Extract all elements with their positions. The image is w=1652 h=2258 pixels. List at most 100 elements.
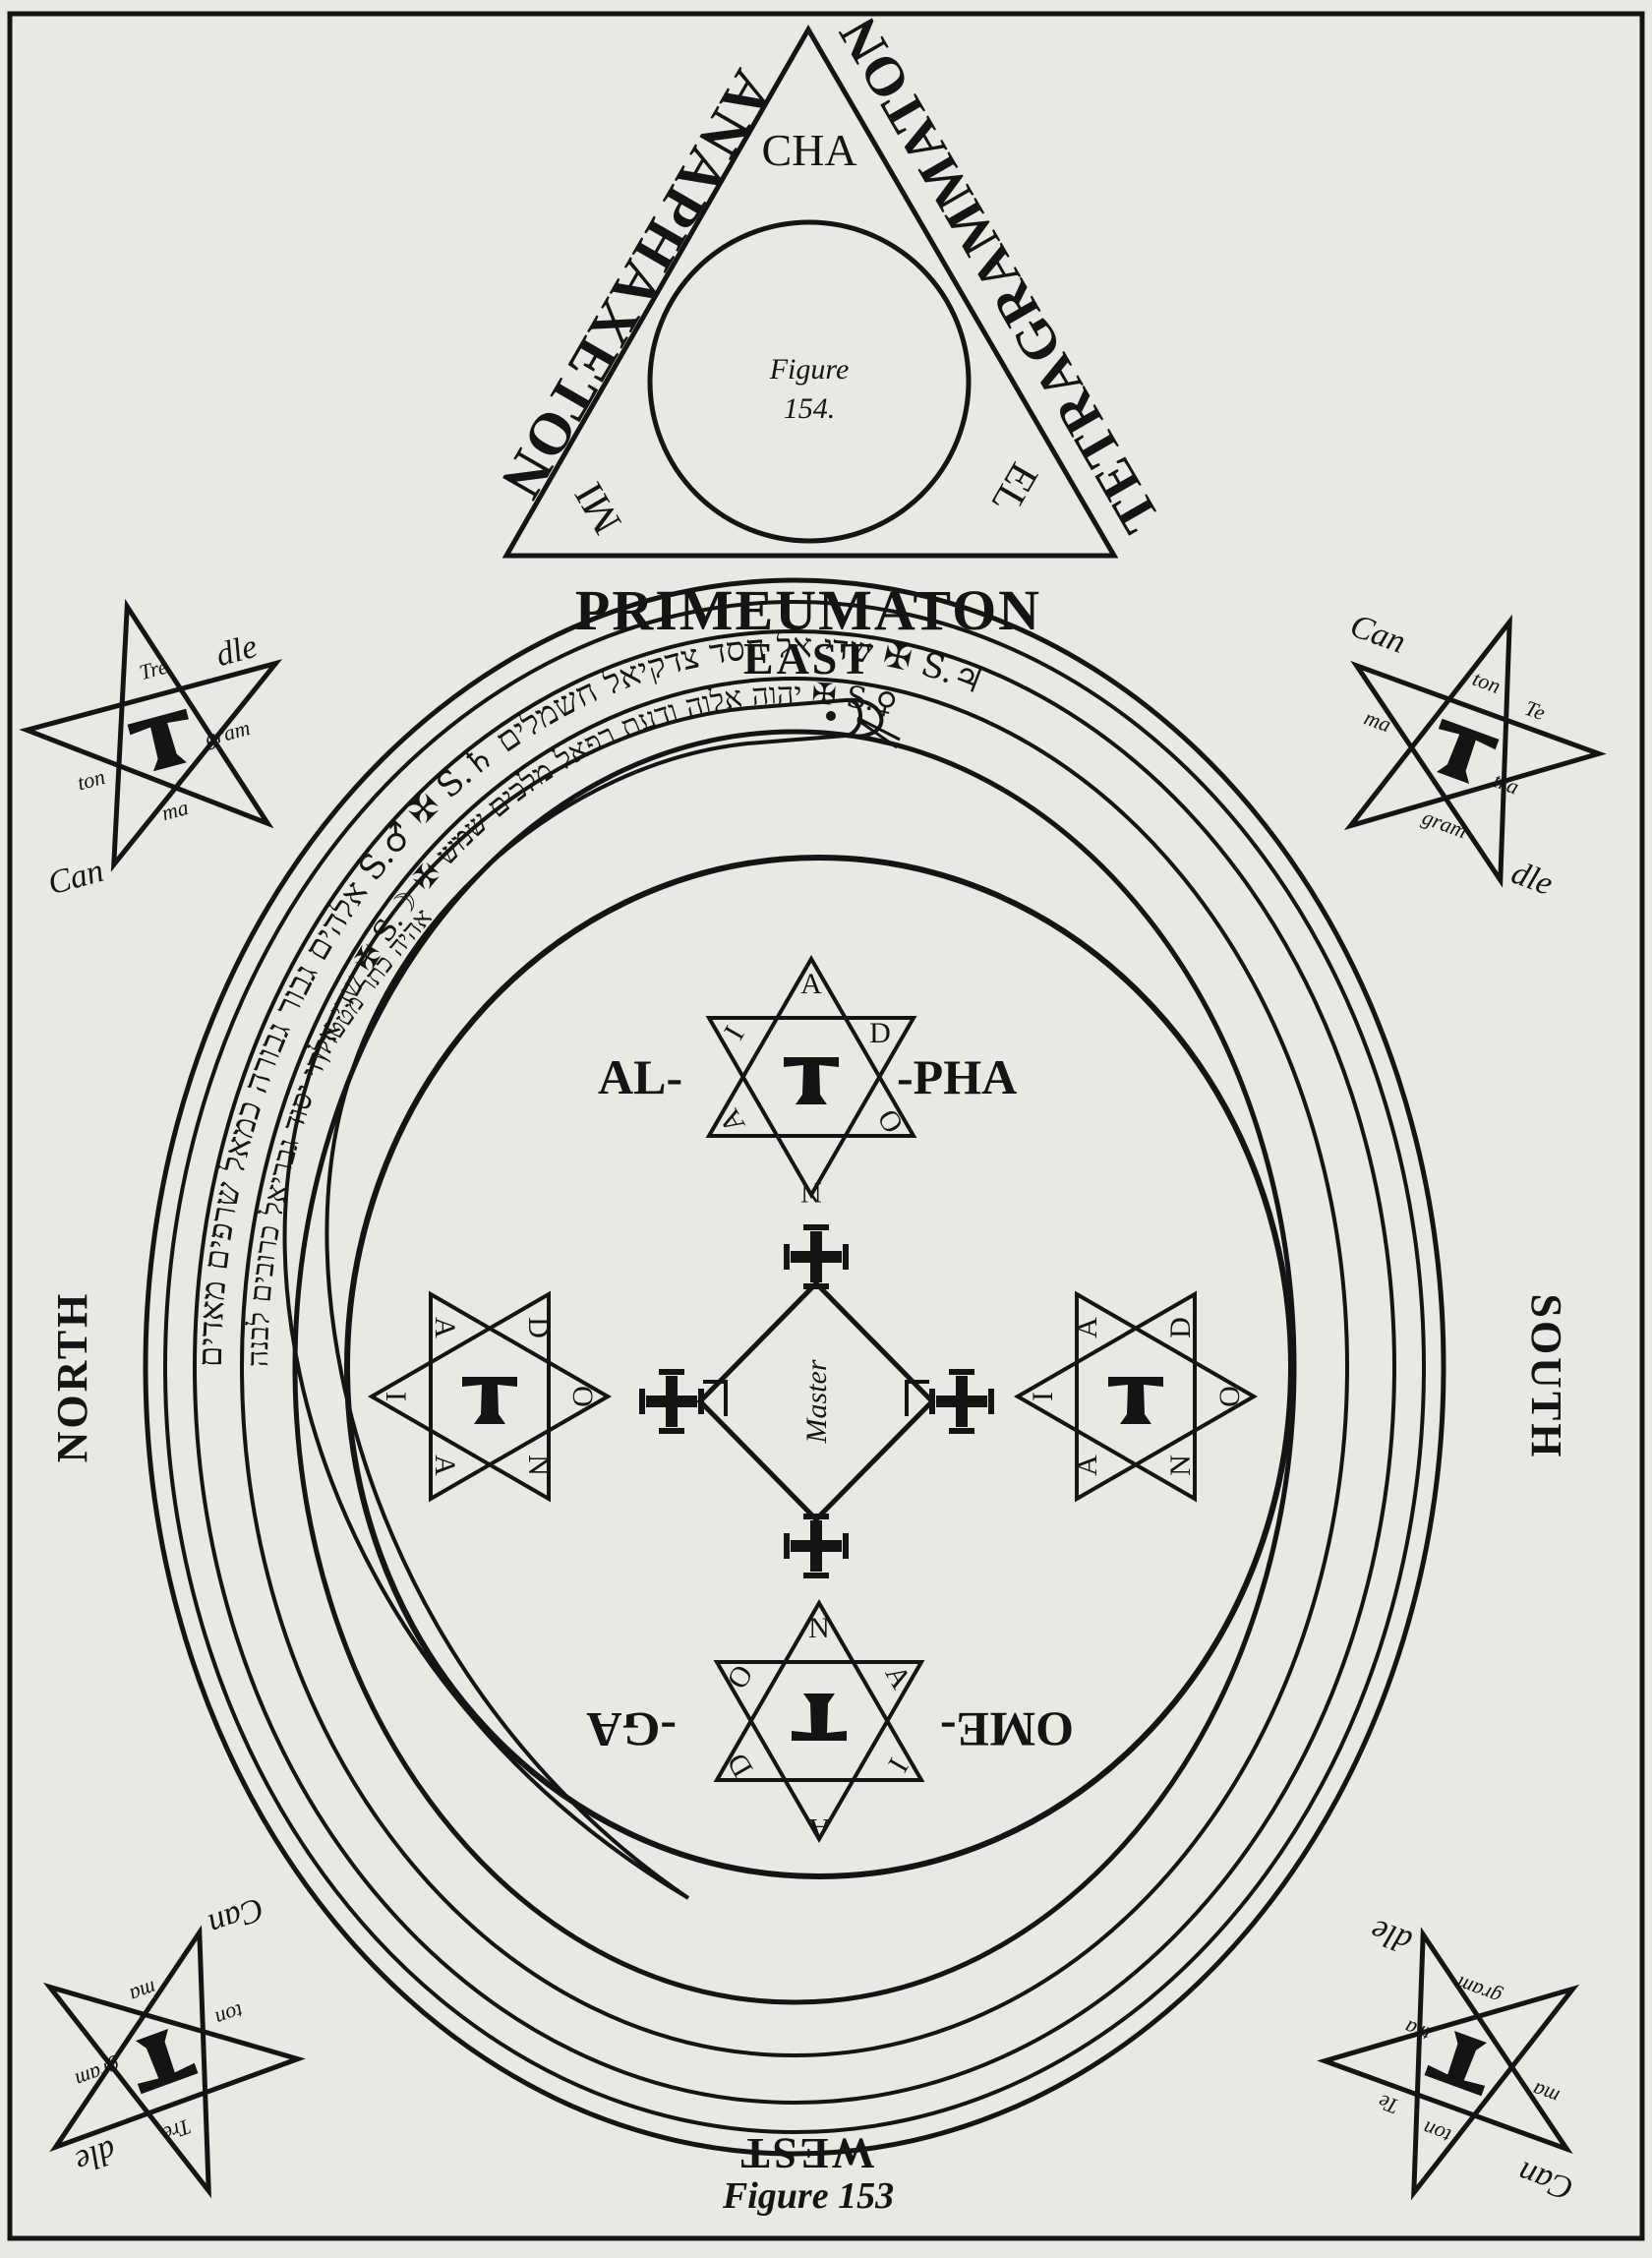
tau-icon [792, 1694, 847, 1741]
serpent-tongue [856, 716, 901, 749]
svg-text:Tre: Tre [137, 654, 170, 685]
center-diamond: Master [642, 1227, 991, 1575]
corner-mark-left [703, 1380, 728, 1416]
svg-text:A: A [800, 968, 822, 1000]
tau-icon [123, 2024, 199, 2095]
tau-icon [127, 708, 200, 775]
cross-icon-bottom [787, 1516, 846, 1575]
svg-text:gram: gram [203, 715, 253, 750]
svg-text:O: O [871, 1104, 910, 1139]
ring-middle-2 [240, 677, 1349, 2057]
svg-text:tra: tra [1401, 2015, 1434, 2047]
triangle-right-side-text: TETRAGRAMMATON [827, 6, 1172, 542]
pentagram-bottom-right: Can ton Te tra gram ma dle [1317, 1912, 1580, 2207]
pentagram-top-left: Can dle Tre gram ma ton [19, 598, 283, 902]
north-label: NORTH [48, 1291, 96, 1463]
pentagram-top-right: Can Te tra gram ma ton dle [1343, 608, 1607, 903]
tau-icon [784, 1057, 839, 1104]
triangle-left-side-text: ANAPHAXETON [488, 60, 786, 510]
tau-icon [462, 1377, 517, 1424]
master-label: Master [800, 1359, 833, 1444]
svg-text:Can: Can [1513, 2154, 1578, 2207]
svg-text:Can: Can [1345, 608, 1410, 661]
cross-icon-right [932, 1372, 991, 1431]
inner-circle [344, 855, 1294, 1879]
svg-text:O: O [1213, 1386, 1246, 1407]
svg-text:ma: ma [127, 1976, 160, 2008]
ring-inner [292, 729, 1297, 2005]
svg-text:D: D [1164, 1317, 1197, 1338]
south-label: SOUTH [1522, 1293, 1570, 1459]
svg-text:A: A [429, 1455, 461, 1476]
svg-text:ton: ton [75, 764, 108, 795]
svg-text:N: N [1164, 1455, 1197, 1476]
svg-text:ma: ma [1529, 2078, 1563, 2110]
svg-text:A: A [879, 1660, 918, 1695]
triangle-figure-154: CHA MI EL ANAPHAXETON TETRAGRAMMATON Fig… [488, 6, 1172, 559]
west-label: WEST [738, 2129, 874, 2177]
east-label: EAST [743, 633, 873, 683]
tau-icon [1424, 2026, 1500, 2097]
svg-text:A: A [1071, 1317, 1103, 1338]
triangle-left-word: MI [566, 475, 631, 541]
svg-text:Te: Te [1521, 695, 1549, 725]
tau-icon [1108, 1377, 1163, 1424]
ring-outer-1 [143, 577, 1446, 2157]
svg-text:ma: ma [1361, 705, 1394, 738]
svg-text:A: A [1071, 1455, 1103, 1476]
svg-text:D: D [721, 1748, 759, 1782]
svg-text:N: N [800, 1176, 822, 1209]
svg-text:dle: dle [1366, 1912, 1417, 1960]
svg-text:tra: tra [1490, 767, 1522, 799]
svg-text:I: I [1027, 1392, 1059, 1401]
svg-text:I: I [380, 1392, 412, 1401]
tau-icon [1424, 718, 1500, 789]
ring-middle-1 [193, 629, 1396, 2105]
svg-text:ton: ton [212, 1999, 247, 2032]
svg-text:A: A [429, 1317, 461, 1338]
figure-153-caption: Figure 153 [722, 2175, 894, 2217]
svg-text:ton: ton [1420, 2116, 1454, 2149]
svg-text:N: N [522, 1455, 555, 1476]
hexagram-right: A I A D O N [1014, 1290, 1258, 1503]
triangle-outline [502, 25, 1119, 559]
figure-154-caption-line1: Figure [769, 353, 850, 386]
svg-text:ma: ma [159, 795, 191, 825]
svg-text:O: O [721, 1660, 759, 1694]
svg-text:dle: dle [1506, 855, 1558, 903]
corner-mark-right [905, 1380, 929, 1416]
hexagram-bottom: N A I A D O [713, 1599, 925, 1845]
triangle-circle [647, 219, 972, 544]
svg-text:ton: ton [1469, 666, 1504, 698]
svg-text:gram: gram [72, 2054, 123, 2093]
cross-icon-top [787, 1227, 846, 1286]
omega-left-word: -GA [586, 1702, 677, 1757]
pentagram-bottom-left: Can dle Tre gram ma ton [42, 1890, 306, 2199]
cross-icon-left [642, 1372, 701, 1431]
svg-text:Tre: Tre [159, 2114, 195, 2147]
omega-right-word: OME- [940, 1702, 1074, 1757]
svg-text:gram: gram [1419, 804, 1470, 843]
svg-text:gram: gram [1453, 1972, 1504, 2010]
svg-text:A: A [713, 1103, 752, 1139]
serpent-body [282, 698, 862, 1900]
alpha-left-word: AL- [598, 1049, 682, 1104]
serpent-head [845, 697, 884, 739]
svg-text:Can: Can [44, 853, 107, 902]
triangle-top-word: CHA [761, 125, 856, 175]
figure-154-caption-line2: 154. [784, 392, 836, 425]
svg-text:Te: Te [1375, 2090, 1402, 2119]
svg-text:D: D [869, 1017, 891, 1049]
serpent-eye [826, 711, 836, 721]
hexagram-top: A D O N A I [705, 955, 917, 1209]
svg-text:D: D [522, 1317, 555, 1338]
plate-border [7, 11, 1645, 2241]
svg-text:A: A [808, 1812, 830, 1845]
triangle-right-word: EL [982, 455, 1046, 521]
svg-text:Can: Can [204, 1890, 268, 1943]
svg-text:O: O [566, 1386, 599, 1407]
hexagram-left: D O N A I A [368, 1290, 612, 1503]
svg-text:N: N [808, 1612, 830, 1644]
ring-outer-2 [163, 600, 1426, 2134]
